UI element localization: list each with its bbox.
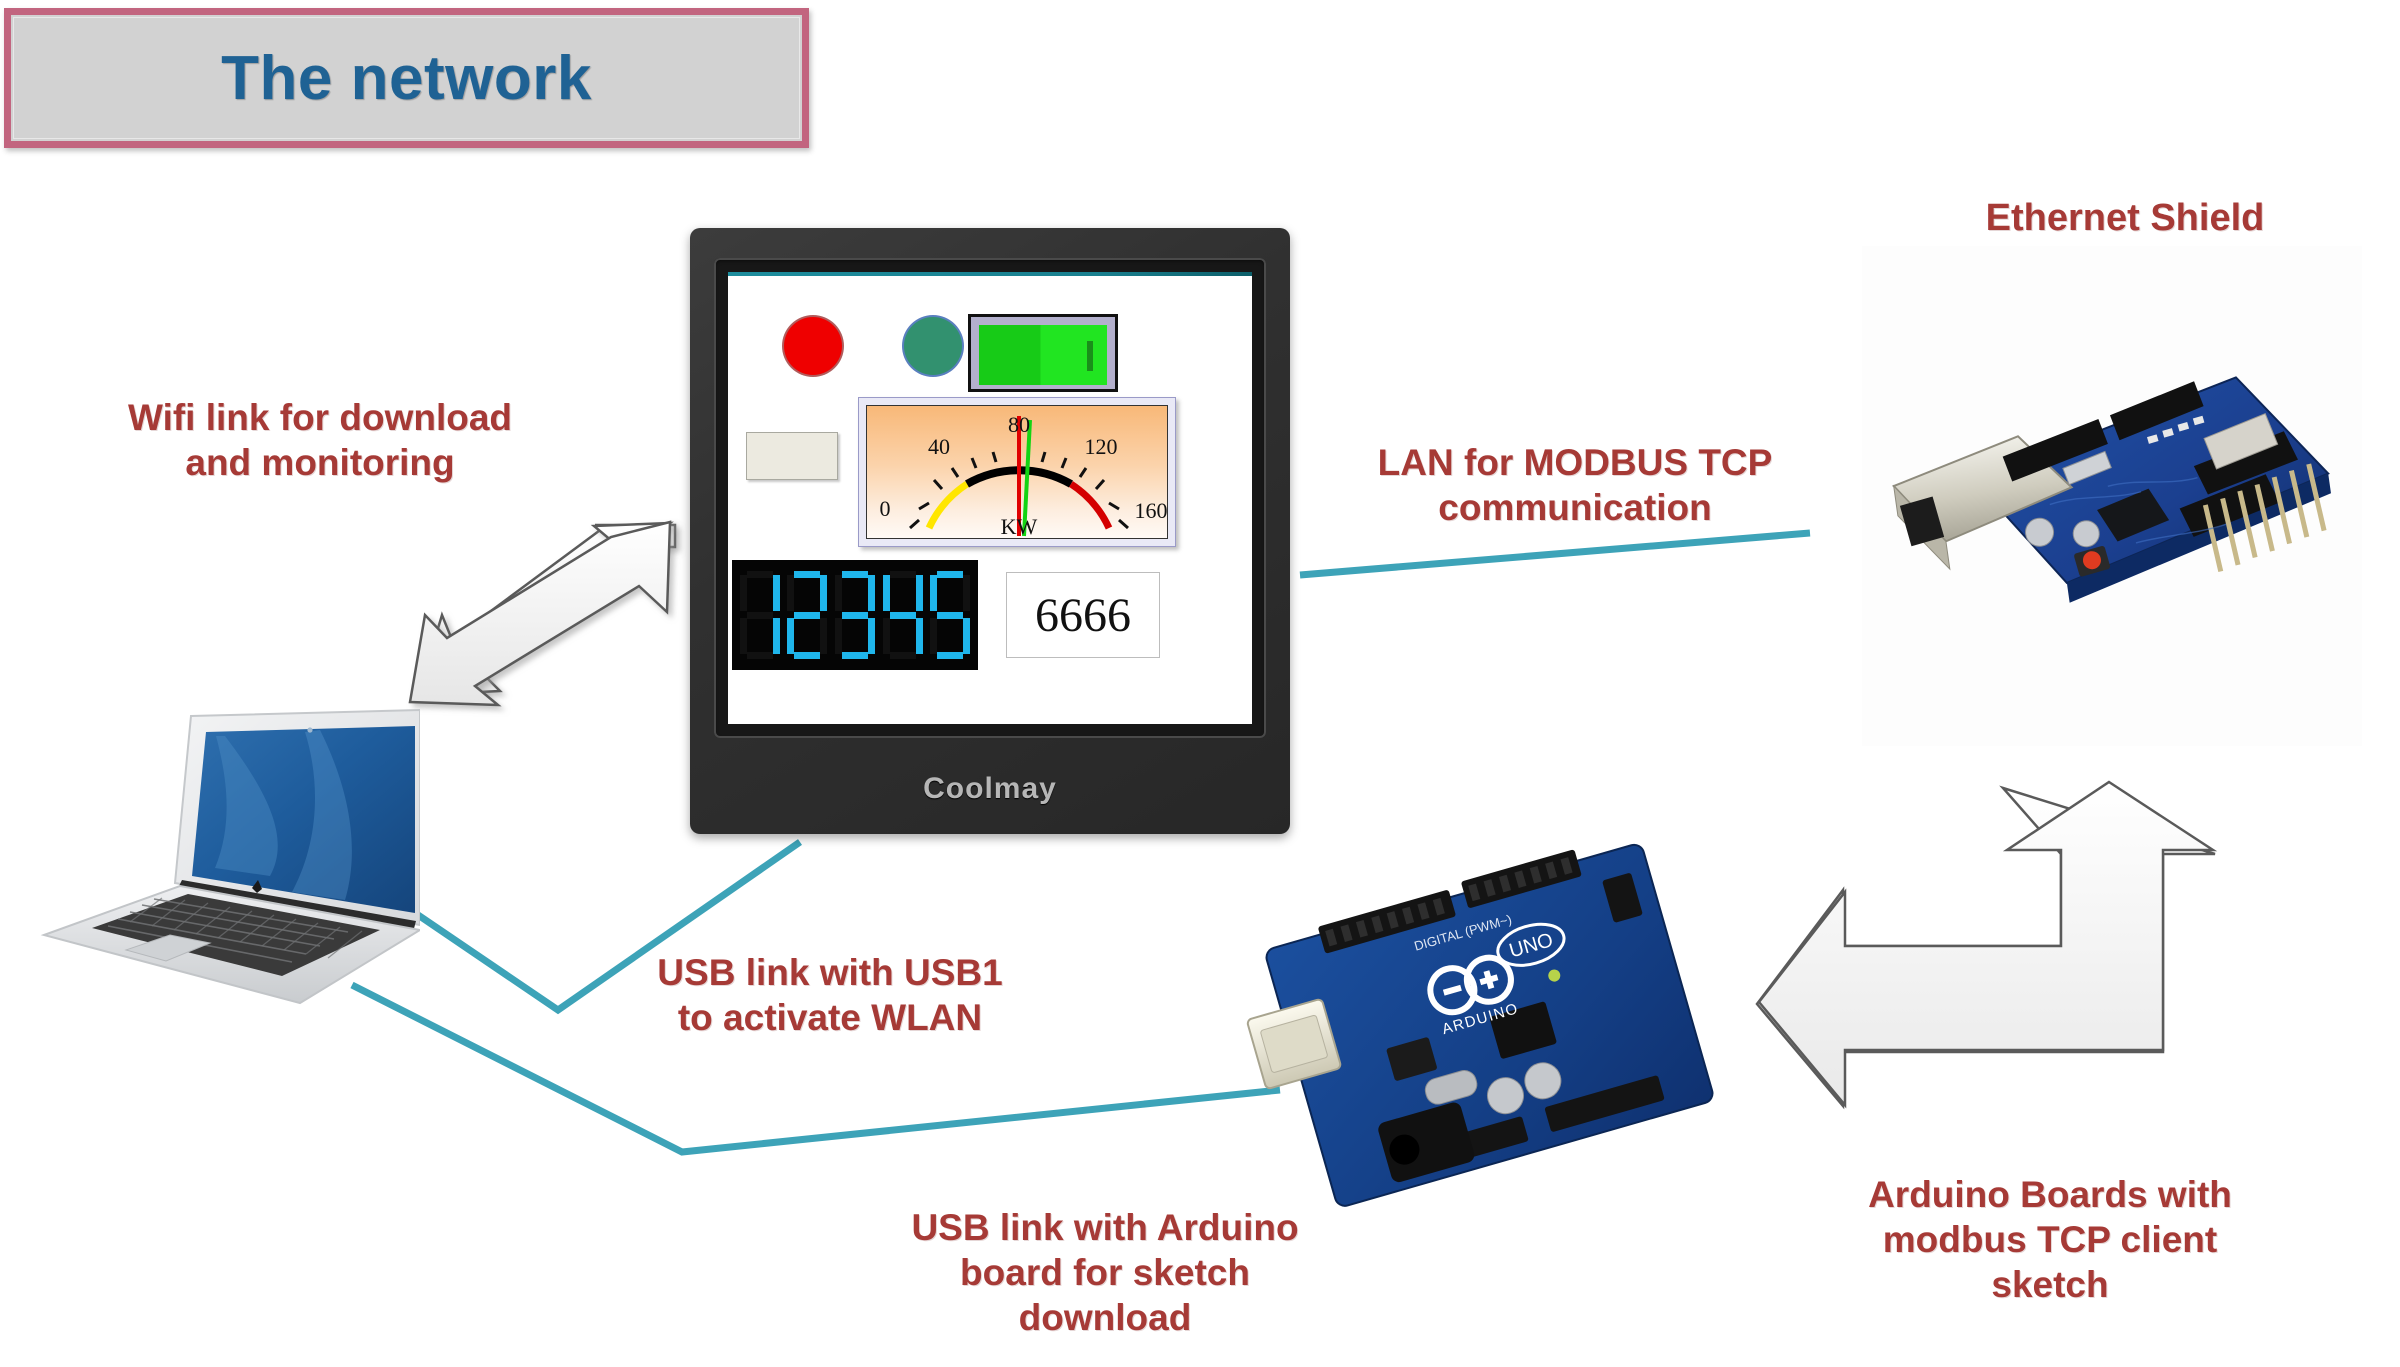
seg-digit	[882, 571, 923, 659]
reset-button-cap	[2082, 551, 2101, 570]
gauge-tick-80: 80	[1008, 412, 1030, 437]
seven-segment-display: 12345	[732, 560, 978, 670]
ethernet-shield-board	[1891, 376, 2331, 603]
laptop-screen-swirl	[215, 736, 278, 876]
green-bar-fill	[979, 325, 1107, 385]
arduino-uno-board: ARDUINO UNO DIGITAL (PWM~)	[1246, 843, 1714, 1207]
arduino-power-led	[1548, 969, 1561, 982]
ethernet-stacking-header	[2179, 474, 2280, 537]
ethernet-shield-photo	[1862, 246, 2362, 746]
numeric-value-box[interactable]: 6666	[1006, 572, 1160, 658]
laptop	[40, 708, 420, 1005]
hmi-push-button[interactable]	[746, 432, 838, 480]
gauge-tick-120: 120	[1085, 434, 1118, 459]
gauge-tick-40: 40	[928, 434, 950, 459]
ethernet-capacitor	[2025, 517, 2055, 547]
caption-lan-modbus: LAN for MODBUS TCP communication	[1377, 442, 1773, 529]
laptop-keyboard	[92, 894, 380, 976]
coolmay-hmi-panel[interactable]: 0 40 80 120 160 KW	[690, 228, 1290, 834]
connector-laptop-to-arduino	[350, 981, 1281, 1156]
hmi-brand-label: Coolmay	[923, 772, 1057, 805]
arduino-usb-chip	[1386, 1037, 1437, 1081]
title-box: The network	[4, 8, 809, 148]
kw-gauge: 0 40 80 120 160 KW	[858, 397, 1176, 547]
wifi-double-arrow-shape	[408, 520, 672, 707]
hmi-screen[interactable]: 0 40 80 120 160 KW	[728, 272, 1252, 724]
gauge-unit-label: KW	[1001, 514, 1038, 539]
caption-usb-arduino-sketch: USB link with Arduino board for sketch d…	[911, 1207, 1299, 1339]
seg-digit	[739, 571, 780, 659]
arduino-crystal	[1424, 1070, 1478, 1105]
laptop-trackpad	[124, 934, 212, 962]
caption-usb1-wlan: USB link with USB1 to activate WLAN	[657, 952, 1003, 1039]
arduino-capacitor	[1524, 1062, 1562, 1100]
caption-arduino-boards-modbus: Arduino Boards with modbus TCP client sk…	[1868, 1174, 2232, 1306]
arduino-bent-double-arrow	[1755, 780, 2218, 1110]
laptop-screen	[192, 726, 415, 913]
arduino-logo-icon	[1427, 954, 1514, 1016]
seg-digit	[834, 571, 875, 659]
rj45-port-opening	[1899, 496, 1945, 547]
caption-ethernet-shield: Ethernet Shield	[1985, 197, 2265, 239]
caption-wifi-link: Wifi link for download and monitoring	[127, 397, 513, 484]
green-lamp-indicator[interactable]	[904, 317, 962, 375]
connector-hmi-to-ethernet-shield	[1299, 529, 1811, 579]
arduino-capacitor	[1487, 1077, 1525, 1115]
page-title: The network	[221, 43, 592, 113]
arduino-analog-header	[1544, 1075, 1665, 1132]
ethernet-crystal	[2062, 450, 2112, 486]
hmi-bezel: 0 40 80 120 160 KW	[714, 258, 1266, 738]
ethernet-capacitor	[2072, 520, 2100, 548]
gauge-tick-0: 0	[880, 496, 891, 521]
seg-digit	[787, 571, 828, 659]
gauge-face: 0 40 80 120 160 KW	[866, 405, 1168, 539]
numeric-value: 6666	[1035, 588, 1131, 642]
laptop-logo-icon	[252, 880, 262, 893]
ethernet-w5100-chip	[2097, 488, 2170, 542]
seg-digit	[930, 571, 971, 659]
ethernet-stacking-header	[2109, 381, 2204, 441]
arduino-icsp-header	[1602, 873, 1643, 923]
ethernet-pin-row	[2202, 463, 2327, 572]
green-bar-widget[interactable]	[968, 314, 1118, 392]
ethernet-stacking-header	[2002, 418, 2108, 482]
laptop-screen-swirl	[292, 730, 352, 900]
arduino-mcu-chip	[1489, 1001, 1557, 1059]
microsd-card-slot	[2203, 413, 2279, 470]
gauge-tick-160: 160	[1135, 498, 1168, 523]
laptop-webcam	[307, 727, 313, 733]
gauge-needle-green	[1022, 419, 1032, 537]
connector-laptop-to-hmi	[394, 839, 802, 1015]
red-lamp-indicator[interactable]	[784, 317, 842, 375]
